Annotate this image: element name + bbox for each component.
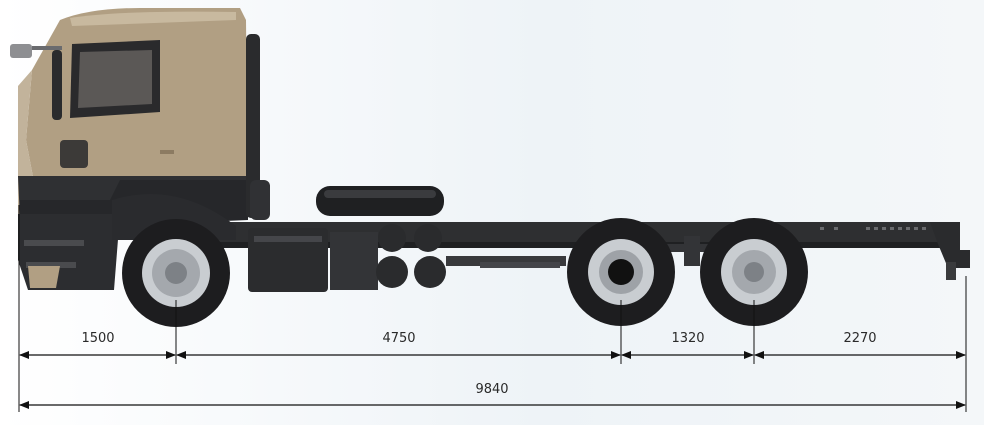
front-wheel bbox=[112, 193, 236, 327]
air-tanks bbox=[376, 224, 566, 288]
rear-suspension bbox=[640, 236, 750, 266]
front-bumper bbox=[18, 214, 120, 290]
fuel-tank bbox=[248, 228, 378, 292]
rear-wheel-1 bbox=[567, 218, 675, 326]
dim-label-overall: 9840 bbox=[475, 382, 509, 397]
spare-tyre bbox=[316, 186, 444, 216]
dimension-arrows bbox=[19, 351, 966, 409]
dim-label-tandem: 1320 bbox=[671, 331, 705, 346]
dim-label-wheelbase: 4750 bbox=[382, 331, 416, 346]
exhaust-stack bbox=[246, 34, 270, 220]
dim-label-front-overhang: 1500 bbox=[81, 331, 115, 346]
dim-label-rear-overhang: 2270 bbox=[843, 331, 877, 346]
rear-wheel-2 bbox=[700, 218, 808, 326]
